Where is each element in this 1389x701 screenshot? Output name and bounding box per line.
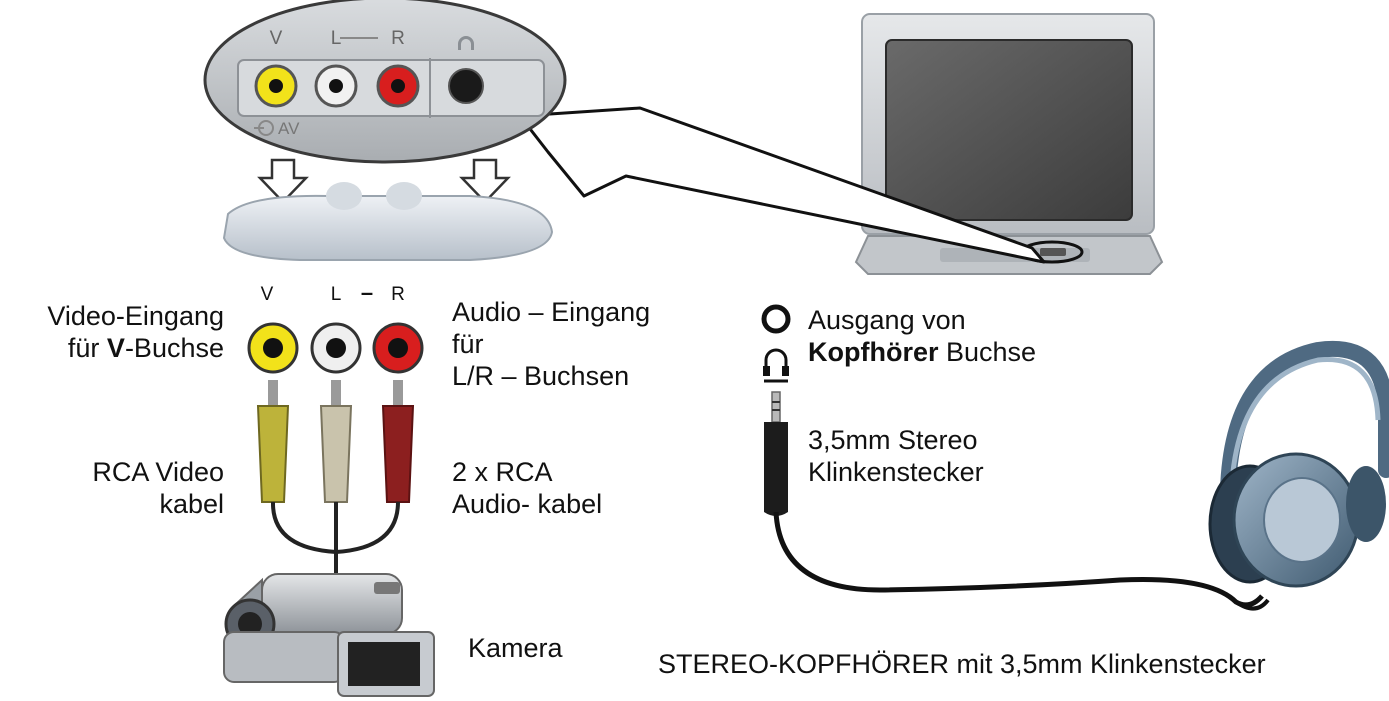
jack-label-dash: – [361, 280, 373, 305]
panel-headphone-icon [458, 36, 474, 50]
video-input-line2: für V-Buchse [67, 333, 224, 363]
headphone-output-line2: Kopfhörer Buchse [808, 337, 1037, 367]
rca-audio-line2: Audio- kabel [452, 489, 603, 519]
down-arrow-icon [257, 158, 309, 204]
av-panel-zoom [203, 0, 567, 164]
panel-label-l: L [331, 28, 342, 49]
headphone-output-jack-icon [761, 304, 791, 334]
audio-input-line3: L/R – Buchsen [452, 361, 630, 391]
panel-label-v: V [270, 28, 283, 49]
headphone-output-label: Ausgang von Kopfhörer Buchse [808, 304, 1036, 368]
down-arrow-icon [459, 158, 511, 204]
jack-label-v: V [261, 284, 274, 305]
jack-label-r: R [391, 284, 405, 305]
camera-label: Kamera [468, 633, 563, 663]
headphone-output-line1: Ausgang von [808, 305, 966, 335]
television [854, 13, 1164, 275]
video-input-line1: Video-Eingang [47, 301, 224, 331]
headphones-caption: STEREO-KOPFHÖRER mit 3,5mm Klinkenstecke… [658, 649, 1266, 679]
headphone-icon [763, 348, 789, 383]
zoom-callout-arrow [518, 106, 1046, 264]
headphones [1208, 340, 1389, 588]
audio-input-label: Audio – Eingang für L/R – Buchsen [452, 296, 650, 392]
audio-input-line1: Audio – Eingang [452, 297, 651, 327]
camcorder [223, 573, 435, 697]
rca-audio-line1: 2 x RCA [452, 457, 553, 487]
panel-label-av: AV [278, 119, 300, 138]
headphone-cable [773, 511, 1264, 608]
rca-audio-cable-label: 2 x RCA Audio- kabel [452, 456, 602, 520]
rca-video-cable-label: RCA Video kabel [0, 456, 224, 520]
panel-label-r: R [391, 28, 405, 49]
av-input-icon [254, 120, 274, 136]
stereo-plug-label: 3,5mm Stereo Klinkenstecker [808, 424, 984, 488]
rca-jacks-row [247, 322, 424, 374]
rca-video-line2: kabel [159, 489, 224, 519]
rca-video-line1: RCA Video [92, 457, 224, 487]
video-input-label: Video-Eingang für V-Buchse [0, 300, 224, 364]
audio-input-line2: für [452, 329, 484, 359]
rca-cables [256, 380, 415, 580]
stereo-plug-line2: Klinkenstecker [808, 457, 984, 487]
panel-jack-headphone [448, 68, 484, 104]
stereo-plug [764, 391, 788, 516]
panel-cover-cap [222, 182, 554, 261]
stereo-plug-line1: 3,5mm Stereo [808, 425, 978, 455]
tv-screen [885, 39, 1133, 221]
jack-label-l: L [331, 284, 342, 305]
